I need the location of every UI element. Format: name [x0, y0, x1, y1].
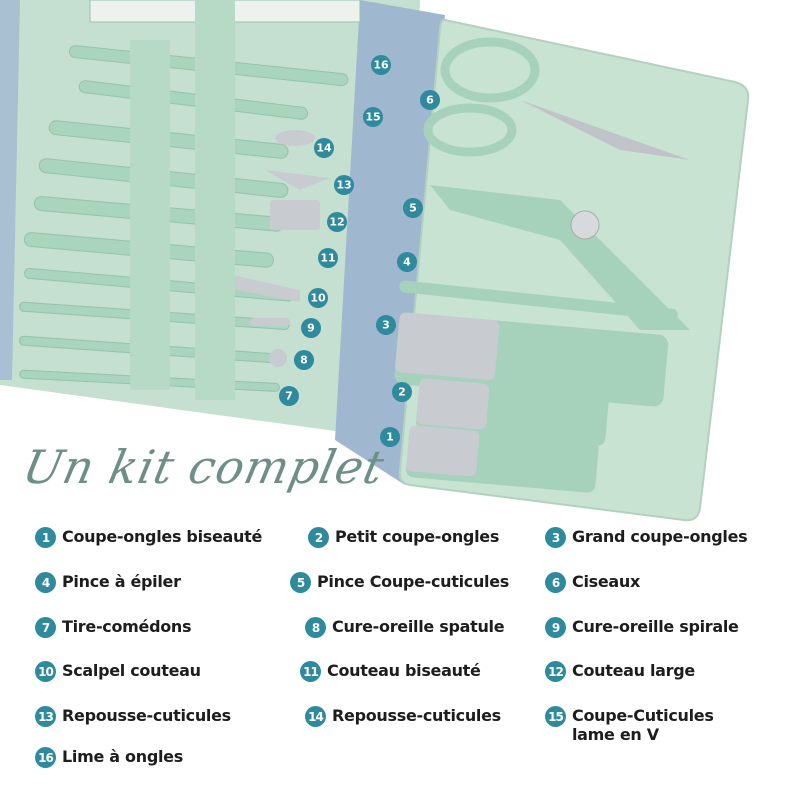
product-photo: 16 15 14 13 12 11 10 9 8 7 6 5 4 3 2 1: [0, 0, 750, 522]
legend-label: Lime à ongles: [62, 747, 183, 766]
number-badge: 15: [545, 706, 566, 727]
straps: [130, 0, 235, 400]
marker-15: 15: [363, 107, 383, 127]
svg-text:5: 5: [409, 202, 417, 215]
legend-label: Coupe-Cuticules lame en V: [572, 706, 714, 744]
svg-text:1: 1: [386, 431, 394, 444]
legend-item: 10 Scalpel couteau: [35, 661, 201, 682]
metal-tips: [210, 130, 330, 367]
legend-label: Couteau biseauté: [327, 661, 481, 680]
svg-text:15: 15: [365, 111, 380, 124]
number-badge: 12: [545, 661, 566, 682]
legend-label: Grand coupe-ongles: [572, 527, 748, 546]
right-tools: [394, 37, 690, 493]
marker-5: 5: [403, 198, 423, 218]
legend-item: 12 Couteau large: [545, 661, 695, 682]
case-left-edge: [0, 0, 20, 380]
marker-7: 7: [279, 386, 299, 406]
svg-text:16: 16: [373, 59, 389, 72]
svg-text:8: 8: [300, 354, 308, 367]
legend-item: 8 Cure-oreille spatule: [305, 617, 505, 638]
number-badge: 8: [305, 617, 326, 638]
legend-label: Tire-comédons: [62, 617, 192, 636]
legend-item: 11 Couteau biseauté: [300, 661, 481, 682]
number-badge: 14: [305, 706, 326, 727]
marker-1: 1: [380, 427, 400, 447]
legend-label: Repousse-cuticules: [62, 706, 231, 725]
svg-text:7: 7: [285, 390, 293, 403]
number-badge: 16: [35, 747, 56, 768]
legend-item: 3 Grand coupe-ongles: [545, 527, 748, 548]
legend-label: Repousse-cuticules: [332, 706, 501, 725]
svg-text:12: 12: [329, 216, 344, 229]
number-badge: 6: [545, 572, 566, 593]
legend-item: 5 Pince Coupe-cuticules: [290, 572, 509, 593]
number-badge: 5: [290, 572, 311, 593]
svg-text:2: 2: [398, 386, 406, 399]
svg-text:14: 14: [316, 142, 332, 155]
legend-label: Ciseaux: [572, 572, 641, 591]
marker-13: 13: [334, 175, 354, 195]
number-badge: 13: [35, 706, 56, 727]
legend-item: 13 Repousse-cuticules: [35, 706, 231, 727]
number-badge: 1: [35, 527, 56, 548]
marker-12: 12: [327, 212, 347, 232]
legend-label: Pince à épiler: [62, 572, 181, 591]
svg-text:6: 6: [426, 94, 434, 107]
legend-item: 15 Coupe-Cuticules lame en V: [545, 706, 745, 744]
svg-text:9: 9: [307, 322, 315, 335]
number-badge: 2: [308, 527, 329, 548]
marker-10: 10: [308, 288, 328, 308]
number-badge: 11: [300, 661, 321, 682]
marker-8: 8: [294, 350, 314, 370]
svg-text:11: 11: [320, 252, 335, 265]
case-spine: [335, 0, 445, 485]
number-badge: 9: [545, 617, 566, 638]
marker-14: 14: [314, 138, 334, 158]
svg-text:10: 10: [310, 292, 326, 305]
marker-3: 3: [376, 315, 396, 335]
marker-9: 9: [301, 318, 321, 338]
marker-11: 11: [318, 248, 338, 268]
marker-16: 16: [371, 55, 391, 75]
legend-label: Pince Coupe-cuticules: [317, 572, 510, 591]
number-badge: 4: [35, 572, 56, 593]
legend-item: 4 Pince à épiler: [35, 572, 181, 593]
legend-label: Cure-oreille spatule: [332, 617, 505, 636]
marker-2: 2: [392, 382, 412, 402]
legend-label: Coupe-ongles biseauté: [62, 527, 263, 546]
legend-item: 7 Tire-comédons: [35, 617, 192, 638]
legend-label: Couteau large: [572, 661, 695, 680]
marker-6: 6: [420, 90, 440, 110]
number-badge: 3: [545, 527, 566, 548]
legend-label: Petit coupe-ongles: [335, 527, 500, 546]
headline: Un kit complet: [18, 440, 390, 494]
legend-item: 6 Ciseaux: [545, 572, 640, 593]
legend-item: 9 Cure-oreille spirale: [545, 617, 739, 638]
legend-item: 16 Lime à ongles: [35, 747, 183, 768]
svg-text:13: 13: [336, 179, 351, 192]
legend-item: 1 Coupe-ongles biseauté: [35, 527, 262, 548]
marker-4: 4: [397, 252, 417, 272]
legend-label: Cure-oreille spirale: [572, 617, 739, 636]
legend-item: 14 Repousse-cuticules: [305, 706, 501, 727]
legend-label: Scalpel couteau: [62, 661, 201, 680]
svg-text:4: 4: [403, 256, 411, 269]
number-badge: 10: [35, 661, 56, 682]
legend-item: 2 Petit coupe-ongles: [308, 527, 499, 548]
svg-text:3: 3: [382, 319, 390, 332]
number-badge: 7: [35, 617, 56, 638]
